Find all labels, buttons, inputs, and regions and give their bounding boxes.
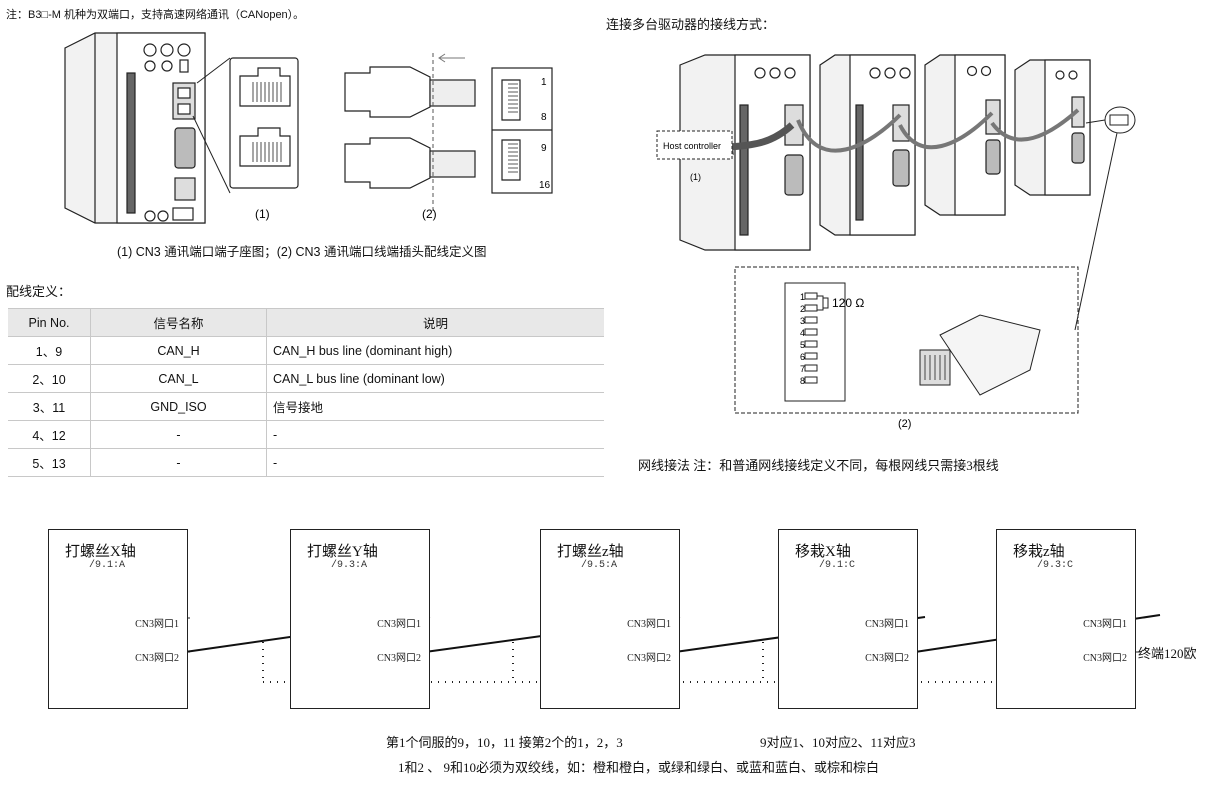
right-fig-label-2: (2) (898, 418, 911, 430)
port1-label: CN3网口1 (627, 619, 671, 630)
wiring-table: Pin No. 信号名称 说明 1、9 CAN_H CAN_H bus line… (8, 308, 604, 477)
pin-num: 8 (800, 376, 805, 386)
schematic-note-2: 1和2 、 9和10必须为双绞线，如：橙和橙白，或绿和绿白、或蓝和蓝白、或棕和棕… (398, 760, 880, 775)
transfer-box-x: 移栽X轴 /9.1:C CN3网口1 CN3网口2 (778, 529, 918, 709)
box-ref: /9.1:C (819, 560, 856, 571)
host-controller-label: Host controller (663, 141, 721, 151)
servo-drive-icon (64, 32, 206, 224)
box-ref: /9.3:A (331, 560, 368, 571)
port2-label: CN3网口2 (135, 653, 179, 664)
terminator-plug-icon (1109, 114, 1129, 126)
schematic-note-1a: 第1个伺服的9，10，11 接第2个的1，2，3 (386, 735, 623, 750)
schematic-note-1b: 9对应1、10对应2、11对应3 (760, 735, 916, 750)
port2-label: CN3网口2 (377, 653, 421, 664)
pin-num: 5 (800, 340, 805, 350)
header-signal: 信号名称 (90, 308, 267, 337)
table-title: 配线定义： (6, 284, 72, 299)
table-row: 3、11 GND_ISO 信号接地 (8, 392, 604, 421)
cell-pin: 2、10 (8, 364, 91, 393)
table-row: 1、9 CAN_H CAN_H bus line (dominant high) (8, 336, 604, 365)
cell-signal: CAN_L (90, 364, 267, 393)
port1-label: CN3网口1 (135, 619, 179, 630)
right-fig-label-1: (1) (690, 172, 701, 182)
cn3-socket-icon (229, 57, 299, 189)
table-row: 4、12 - - (8, 420, 604, 449)
table-header-row: Pin No. 信号名称 说明 (8, 308, 604, 337)
servo-box-x: 打螺丝X轴 /9.1:A CN3网口1 CN3网口2 (48, 529, 188, 709)
pin-num: 2 (800, 304, 805, 314)
pin-label-1: 1 (541, 77, 547, 88)
transfer-box-z: 移栽z轴 /9.3:C CN3网口1 CN3网口2 (996, 529, 1136, 709)
box-ref: /9.5:A (581, 560, 618, 571)
cell-desc: - (266, 448, 604, 477)
pin-num: 6 (800, 352, 805, 362)
pin-num: 4 (800, 328, 805, 338)
port2-label: CN3网口2 (865, 653, 909, 664)
servo-box-y: 打螺丝Y轴 /9.3:A CN3网口1 CN3网口2 (290, 529, 430, 709)
cell-desc: 信号接地 (266, 392, 604, 421)
box-title: 打螺丝Y轴 (307, 544, 378, 560)
box-ref: /9.3:C (1037, 560, 1074, 571)
box-title: 打螺丝X轴 (65, 544, 136, 560)
rj45-plug-icon (919, 314, 1041, 396)
cell-signal: GND_ISO (90, 392, 267, 421)
header-pin: Pin No. (8, 308, 91, 337)
host-arrow-icon (729, 122, 795, 151)
cell-pin: 1、9 (8, 336, 91, 365)
box-title: 移栽X轴 (795, 544, 851, 560)
pin-num: 1 (800, 292, 805, 302)
top-right-title: 连接多台驱动器的接线方式： (606, 17, 776, 32)
port2-label: CN3网口2 (1083, 653, 1127, 664)
pin-num: 7 (800, 364, 805, 374)
cn3-port-illustration: 1 8 9 16 (1) (2) (64, 32, 553, 224)
cell-pin: 3、11 (8, 392, 91, 421)
port2-label: CN3网口2 (627, 653, 671, 664)
port1-label: CN3网口1 (865, 619, 909, 630)
wiring-note: 网线接法 注：和普通网线接线定义不同，每根网线只需接3根线 (638, 458, 999, 473)
pin-label-9: 9 (541, 143, 547, 154)
left-figure-caption: (1) CN3 通讯端口端子座图；(2) CN3 通讯端口线端插头配线定义图 (117, 245, 487, 259)
cell-pin: 5、13 (8, 448, 91, 477)
box-title: 移栽z轴 (1013, 544, 1065, 560)
pin-label-16: 16 (539, 180, 551, 191)
port1-label: CN3网口1 (1083, 619, 1127, 630)
cell-signal: - (90, 448, 267, 477)
left-fig-label-1: (1) (255, 207, 270, 221)
pin-label-8: 8 (541, 112, 547, 123)
resistor-label: 120 Ω (832, 296, 864, 310)
terminator-label: 终端120欧 (1138, 646, 1197, 661)
cell-pin: 4、12 (8, 420, 91, 449)
servo-drive-icon (819, 54, 916, 236)
cell-signal: CAN_H (90, 336, 267, 365)
left-fig-label-2: (2) (422, 207, 437, 221)
cell-desc: CAN_L bus line (dominant low) (266, 364, 604, 393)
rj45-pin-icon (784, 282, 846, 402)
cell-desc: - (266, 420, 604, 449)
box-ref: /9.1:A (89, 560, 126, 571)
pin-num: 3 (800, 316, 805, 326)
box-title: 打螺丝z轴 (557, 544, 624, 560)
table-row: 2、10 CAN_L CAN_L bus line (dominant low) (8, 364, 604, 393)
cell-desc: CAN_H bus line (dominant high) (266, 336, 604, 365)
cell-signal: - (90, 420, 267, 449)
port1-label: CN3网口1 (377, 619, 421, 630)
top-left-note: 注：B3□-M 机种为双端口，支持高速网络通讯（CANopen）。 (6, 9, 305, 21)
pin-box-icon (491, 67, 553, 194)
servo-box-z: 打螺丝z轴 /9.5:A CN3网口1 CN3网口2 (540, 529, 680, 709)
servo-drive-icon (679, 54, 811, 251)
header-desc: 说明 (266, 308, 604, 337)
cable-plug-icon (344, 66, 476, 189)
multi-drive-illustration: Host controller (1) 1 2 3 4 5 6 7 8 120 … (656, 54, 1136, 430)
table-row: 5、13 - - (8, 448, 604, 477)
